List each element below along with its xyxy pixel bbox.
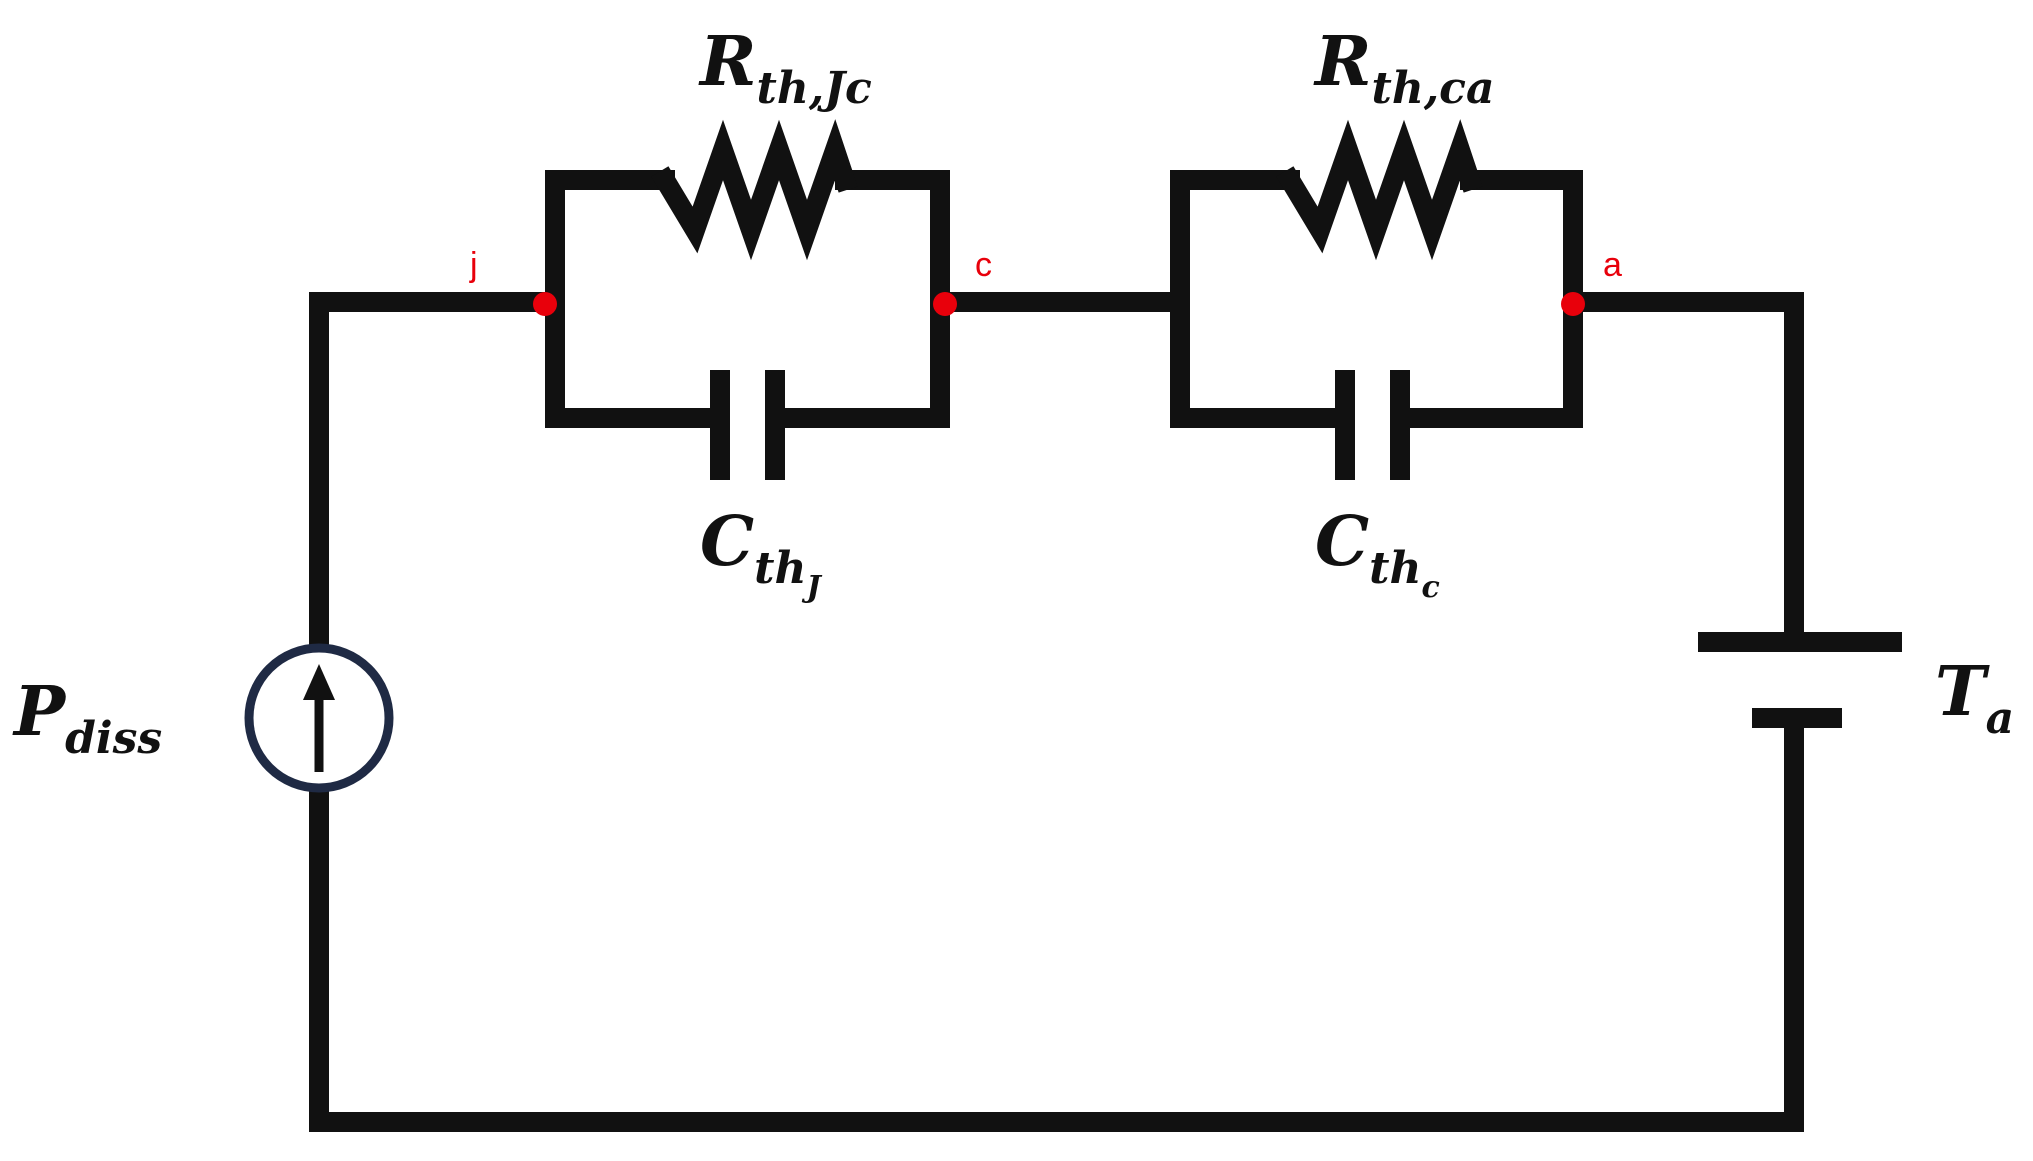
source-subscript: diss (65, 713, 162, 764)
node-label-c: c (975, 246, 992, 284)
battery-symbol: T (1935, 652, 1990, 732)
resistor-ca-symbol: R (1313, 22, 1372, 102)
node-label-j: j (469, 246, 478, 284)
node-dot-a (1561, 292, 1585, 316)
rc-pair-ca (1170, 119, 1583, 480)
rc-ca-right-frame (1460, 170, 1583, 428)
resistor-ca-label: Rth,ca (1313, 22, 1494, 114)
battery-label: Ta (1935, 652, 2014, 744)
rc-ca-left-frame (1170, 170, 1300, 428)
rc-jc-right-frame (835, 170, 950, 428)
left-top-wire (309, 292, 555, 665)
node-label-a: a (1603, 246, 1622, 284)
resistor-ca-zigzag (1276, 119, 1483, 261)
component-labels: Rth,Jc Rth,ca CthJ Cthc Pdiss Ta (12, 22, 2014, 764)
capacitor-j-subscript: th (754, 543, 806, 594)
resistor-ca-subscript: th,ca (1372, 63, 1495, 114)
capacitor-j-label: CthJ (700, 502, 822, 605)
resistor-jc-symbol: R (698, 22, 757, 102)
rc-jc-left-frame (545, 170, 675, 428)
node-dot-c (933, 292, 957, 316)
circuit-nodes: j c a (469, 246, 1622, 316)
capacitor-c-subsubscript: c (1421, 570, 1439, 605)
source-label: Pdiss (12, 672, 162, 764)
source-symbol: P (12, 672, 67, 752)
power-source (244, 643, 394, 793)
capacitor-c-subscript: th (1369, 543, 1421, 594)
rc-pair-jc (545, 119, 950, 480)
outer-loop-wires (309, 292, 1804, 1132)
resistor-jc-zigzag (651, 119, 858, 261)
capacitor-j-subsubscript: J (801, 570, 822, 605)
resistor-jc-subscript: th,Jc (757, 63, 872, 114)
capacitor-j-symbol: C (700, 502, 754, 582)
resistor-jc-label: Rth,Jc (698, 22, 872, 114)
capacitor-c-symbol: C (1315, 502, 1369, 582)
capacitor-c-label: Cthc (1315, 502, 1440, 605)
arrow-up-icon (303, 664, 335, 700)
node-dot-j (533, 292, 557, 316)
ambient-battery (1698, 632, 1902, 728)
battery-subscript: a (1986, 693, 2015, 744)
